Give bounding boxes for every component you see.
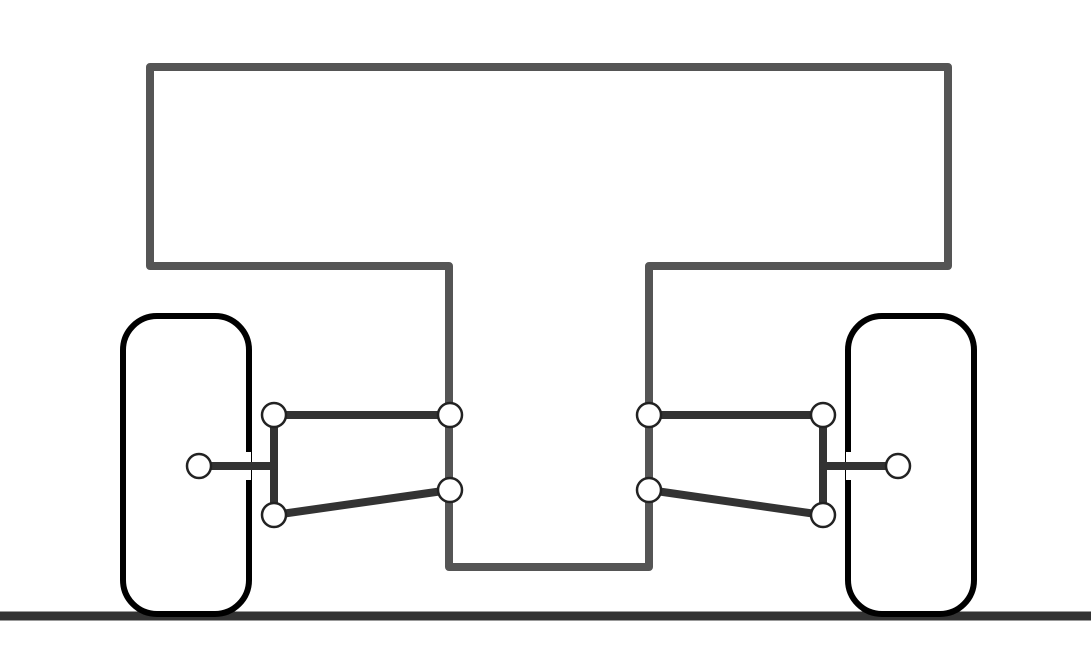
- right-upper-outer-joint: [809, 401, 837, 429]
- right-suspension: [635, 313, 977, 617]
- left-lower-inner-joint: [436, 476, 464, 504]
- right-lower-arm: [645, 486, 827, 519]
- right-hub-joint: [884, 452, 912, 480]
- left-upper-inner-joint: [436, 401, 464, 429]
- right-lower-outer-joint: [809, 501, 837, 529]
- chassis-body: [146, 63, 952, 571]
- right-lower-inner-joint: [635, 476, 663, 504]
- left-hub-joint: [185, 452, 213, 480]
- right-upper-inner-joint: [635, 401, 663, 429]
- left-lower-outer-joint: [260, 501, 288, 529]
- left-suspension: [120, 313, 464, 617]
- left-upper-outer-joint: [260, 401, 288, 429]
- left-lower-arm: [270, 486, 454, 519]
